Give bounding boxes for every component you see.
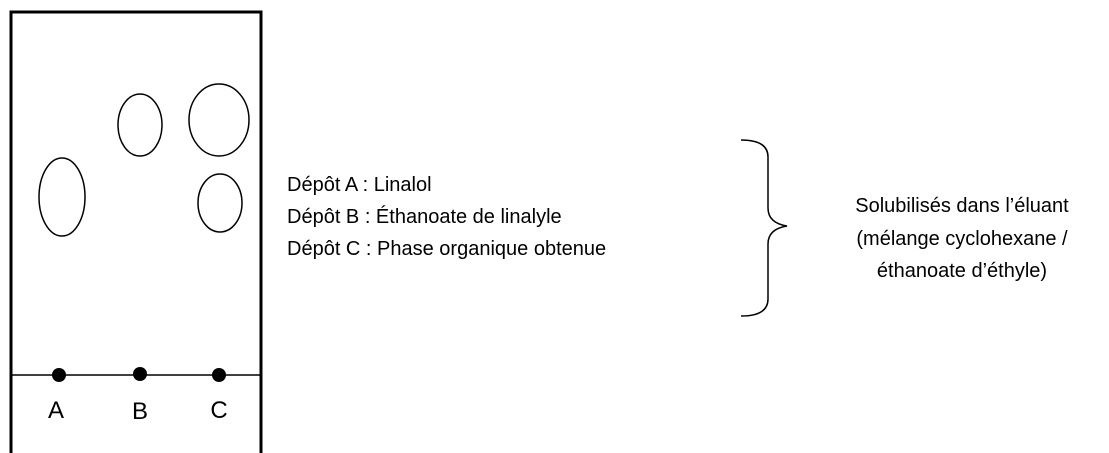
lane-label-b: B <box>132 398 148 425</box>
lane-label-c: C <box>210 397 227 424</box>
brace-note-line-1: Solubilisés dans l’éluant <box>855 195 1069 217</box>
spot-a <box>38 157 86 237</box>
deposit-dots <box>52 367 226 382</box>
legend-line-b: Dépôt B : Éthanoate de linalyle <box>287 205 562 228</box>
migrated-spots <box>38 83 250 237</box>
spot-c-upper <box>188 83 250 157</box>
brace-note-line-2: (mélange cyclohexane / <box>856 228 1068 250</box>
spot-c-lower <box>197 173 243 233</box>
lane-label-a: A <box>48 397 64 424</box>
legend-line-c: Dépôt C : Phase organique obtenue <box>287 238 606 260</box>
deposit-dot-a <box>52 368 66 382</box>
brace-note: Solubilisés dans l’éluant (mélange cyclo… <box>855 195 1069 282</box>
spot-b <box>117 93 163 157</box>
tlc-plate <box>9 10 263 453</box>
deposit-dot-b <box>133 367 147 381</box>
right-brace <box>740 139 788 317</box>
lane-labels: A B C <box>48 397 228 425</box>
legend-line-a: Dépôt A : Linalol <box>287 174 432 196</box>
deposit-dot-c <box>212 368 226 382</box>
brace-note-line-3: éthanoate d’éthyle) <box>877 260 1047 282</box>
deposit-legend: Dépôt A : Linalol Dépôt B : Éthanoate de… <box>287 174 606 260</box>
